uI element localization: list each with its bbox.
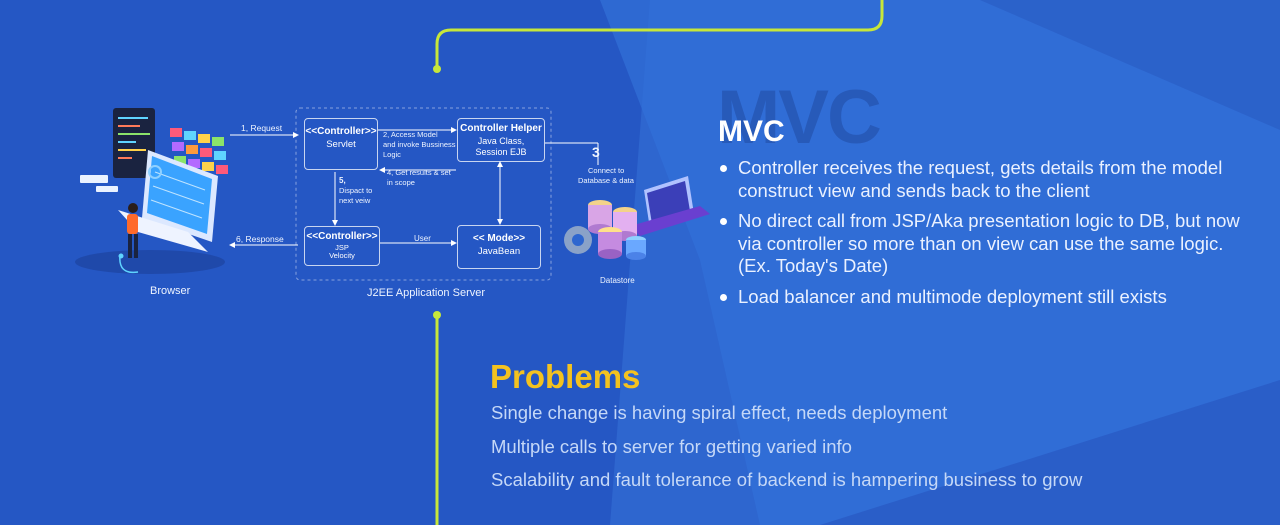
server-frame	[295, 107, 552, 281]
datastore-illustration	[564, 176, 710, 260]
problem-item: Scalability and fault tolerance of backe…	[491, 469, 1083, 490]
mvc-bullet-text: No direct call from JSP/Aka presentation…	[738, 210, 1240, 276]
label-step4-line2: in scope	[387, 178, 415, 187]
connector-dot-bottom	[433, 311, 441, 319]
label-datastore: Datastore	[600, 276, 635, 285]
mode-javabean-box: << Mode>> JavaBean	[457, 225, 541, 269]
mvc-bullet-list: Controller receives the request, gets de…	[720, 157, 1240, 316]
background-plane-bottom-right	[820, 380, 1280, 525]
label-request: 1, Request	[241, 123, 283, 133]
controller-jsp-box: <<Controller>> JSP Velocity	[304, 226, 380, 266]
connector-top	[435, 0, 884, 68]
label-step5-line2: Dispact to	[339, 186, 373, 195]
controller-servlet-sub: Servlet	[326, 139, 356, 150]
background-plane-dark-right	[980, 0, 1280, 130]
label-step2-line2: and invoke Bussiness	[383, 140, 456, 149]
label-step2-line3: Logic	[383, 150, 401, 159]
mvc-bullet-text: Controller receives the request, gets de…	[738, 157, 1223, 201]
problem-item: Single change is having spiral effect, n…	[491, 402, 948, 423]
background-plane-light	[600, 0, 1280, 525]
diagram-arrows	[229, 127, 599, 248]
problems-list: Single change is having spiral effect, n…	[491, 402, 1082, 503]
mode-javabean-sub: JavaBean	[477, 246, 521, 257]
label-step5-num: 5,	[339, 176, 346, 185]
mode-javabean-title: << Mode>>	[472, 233, 526, 244]
controller-helper-box: Controller Helper Java Class, Session EJ…	[457, 118, 545, 162]
mvc-bullet: No direct call from JSP/Aka presentation…	[720, 210, 1240, 278]
controller-helper-sub-2: Session EJB	[475, 147, 527, 157]
label-step3-line1: Connect to	[588, 166, 625, 175]
label-user: User	[414, 234, 431, 243]
label-server: J2EE Application Server	[367, 287, 486, 299]
controller-helper-sub-1: Java Class,	[477, 136, 525, 146]
controller-jsp-title: <<Controller>>	[306, 231, 378, 242]
bullet-dot	[720, 165, 727, 172]
mvc-bullet-text: Load balancer and multimode deployment s…	[738, 285, 1167, 307]
mvc-bullet: Controller receives the request, gets de…	[720, 157, 1240, 202]
label-step5-line3: next veiw	[339, 196, 371, 205]
controller-servlet-box: <<Controller>> Servlet	[304, 118, 378, 170]
controller-jsp-sub-2: Velocity	[329, 251, 355, 260]
label-step2-line1: 2, Access Model	[383, 130, 438, 139]
label-step4-line1: 4, Get results & set	[387, 168, 451, 177]
problem-item: Multiple calls to server for getting var…	[491, 435, 852, 457]
connector-dot-top	[433, 65, 441, 73]
background-plane-dark	[0, 0, 650, 525]
controller-helper-title: Controller Helper	[460, 123, 542, 134]
bullet-dot	[720, 218, 727, 225]
controller-jsp-sub-1: JSP	[335, 243, 349, 252]
mvc-watermark: MVC	[717, 75, 882, 160]
problems-title: Problems	[490, 358, 641, 395]
bullet-dot	[720, 293, 727, 301]
label-browser: Browser	[150, 285, 191, 297]
mvc-bullet: Load balancer and multimode deployment s…	[720, 286, 1240, 309]
mvc-title: MVC	[718, 115, 785, 148]
controller-servlet-title: <<Controller>>	[305, 126, 377, 137]
browser-illustration	[75, 108, 228, 274]
label-step3-line2: Database & data	[578, 176, 634, 185]
label-step3-num: 3	[592, 144, 600, 160]
label-response: 6, Response	[236, 234, 284, 244]
